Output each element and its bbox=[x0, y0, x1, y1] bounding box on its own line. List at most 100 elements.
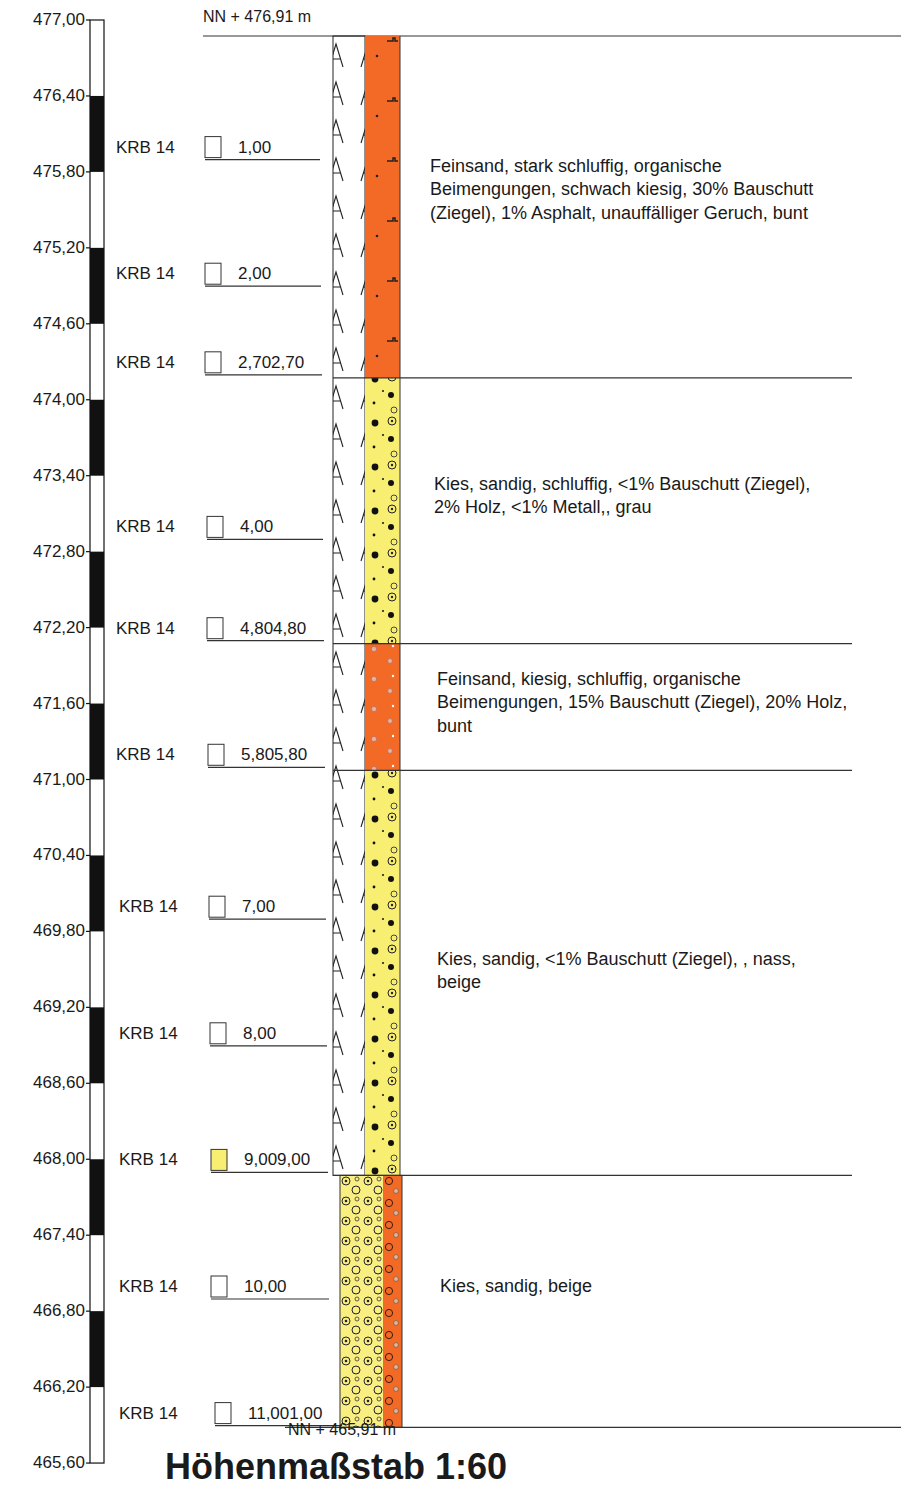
scale-tick bbox=[86, 931, 90, 932]
scale-tick bbox=[86, 95, 90, 96]
layer-description: Kies, sandig, schluffig, <1% Bauschutt (… bbox=[434, 473, 834, 520]
sample-depth: 11,001,00 bbox=[248, 1404, 322, 1424]
soil-layer bbox=[340, 1175, 383, 1427]
sample-id: KRB 14 bbox=[119, 1404, 178, 1424]
scale-segment bbox=[90, 855, 104, 931]
scale-value: 474,00 bbox=[33, 390, 85, 410]
scale-tick bbox=[86, 1462, 90, 1463]
sample-box bbox=[205, 352, 221, 373]
soil-layer bbox=[365, 36, 400, 378]
layer-description: Feinsand, stark schluffig, organische Be… bbox=[430, 155, 830, 225]
sample-depth: 7,00 bbox=[242, 897, 275, 917]
scale-value: 471,00 bbox=[33, 770, 85, 790]
fill-symbol-column bbox=[333, 36, 365, 1175]
column-outline bbox=[400, 36, 401, 1175]
scale-tick bbox=[86, 779, 90, 780]
scale-value: 469,80 bbox=[33, 921, 85, 941]
scale-tick bbox=[86, 19, 90, 20]
scale-caption: Höhenmaßstab 1:60 bbox=[165, 1447, 507, 1487]
scale-value: 468,00 bbox=[33, 1149, 85, 1169]
scale-value: 471,60 bbox=[33, 694, 85, 714]
scale-value: 476,40 bbox=[33, 86, 85, 106]
sample-line bbox=[208, 767, 325, 768]
soil-layer bbox=[365, 644, 400, 771]
sample-depth: 10,00 bbox=[244, 1277, 287, 1297]
scale-tick bbox=[86, 1159, 90, 1160]
height-scale bbox=[86, 20, 104, 1463]
scale-value: 475,80 bbox=[33, 162, 85, 182]
sample-id: KRB 14 bbox=[116, 264, 175, 284]
sample-depth: 2,00 bbox=[238, 264, 271, 284]
scale-tick bbox=[86, 1083, 90, 1084]
sample-id: KRB 14 bbox=[119, 1150, 178, 1170]
sample-line bbox=[205, 374, 322, 375]
scale-segment bbox=[90, 248, 104, 324]
soil-layer bbox=[365, 378, 400, 644]
sample-depth: 2,702,70 bbox=[238, 353, 304, 373]
sample-id: KRB 14 bbox=[116, 517, 175, 537]
sample-id: KRB 14 bbox=[116, 619, 175, 639]
sample-box bbox=[207, 516, 223, 537]
sample-depth: 5,805,80 bbox=[241, 745, 307, 765]
scale-value: 469,20 bbox=[33, 997, 85, 1017]
sample-box bbox=[211, 1276, 227, 1297]
sample-id: KRB 14 bbox=[116, 353, 175, 373]
scale-value: 477,00 bbox=[33, 10, 85, 30]
scale-tick bbox=[86, 551, 90, 552]
sample-depth: 4,00 bbox=[240, 517, 273, 537]
scale-value: 466,20 bbox=[33, 1377, 85, 1397]
sample-id: KRB 14 bbox=[119, 1277, 178, 1297]
sample-id: KRB 14 bbox=[119, 897, 178, 917]
layer-boundary bbox=[333, 643, 852, 644]
scale-segment bbox=[90, 1007, 104, 1083]
layer-description: Feinsand, kiesig, schluffig, organische … bbox=[437, 668, 857, 738]
sample-depth: 9,009,00 bbox=[244, 1150, 310, 1170]
sample-depth: 4,804,80 bbox=[240, 619, 306, 639]
scale-value: 473,40 bbox=[33, 466, 85, 486]
sample-line bbox=[211, 1172, 328, 1173]
scale-tick bbox=[86, 703, 90, 704]
sample-box bbox=[210, 1023, 226, 1044]
sample-line bbox=[207, 539, 323, 540]
scale-segment bbox=[90, 1311, 104, 1387]
sample-depth: 8,00 bbox=[243, 1024, 276, 1044]
layer-boundary bbox=[333, 1175, 852, 1176]
sample-id: KRB 14 bbox=[116, 138, 175, 158]
scale-value: 468,60 bbox=[33, 1073, 85, 1093]
sample-box bbox=[205, 263, 221, 284]
scale-bar bbox=[90, 20, 104, 1463]
sample-line bbox=[205, 159, 320, 160]
scale-value: 470,40 bbox=[33, 845, 85, 865]
scale-value: 465,60 bbox=[33, 1453, 85, 1473]
sample-box bbox=[205, 137, 221, 158]
layer-description: Kies, sandig, <1% Bauschutt (Ziegel), , … bbox=[437, 948, 837, 995]
scale-tick bbox=[86, 399, 90, 400]
soil-layer bbox=[383, 1175, 402, 1427]
borehole-column bbox=[203, 36, 901, 1427]
scale-value: 472,80 bbox=[33, 542, 85, 562]
soil-layer bbox=[365, 770, 400, 1175]
scale-tick bbox=[86, 855, 90, 856]
scale-tick bbox=[86, 1007, 90, 1008]
scale-value: 466,80 bbox=[33, 1301, 85, 1321]
sample-id: KRB 14 bbox=[119, 1024, 178, 1044]
sample-box bbox=[215, 1403, 231, 1424]
sample-line bbox=[210, 1045, 327, 1046]
scale-tick bbox=[86, 627, 90, 628]
layer-boundary bbox=[333, 377, 852, 378]
sample-line bbox=[205, 286, 321, 287]
scale-segment bbox=[90, 400, 104, 476]
column-outline bbox=[340, 1175, 402, 1427]
sample-depth: 1,00 bbox=[238, 138, 271, 158]
layer-description: Kies, sandig, beige bbox=[440, 1275, 640, 1298]
scale-segment bbox=[90, 704, 104, 780]
scale-segment bbox=[90, 552, 104, 628]
scale-tick bbox=[86, 247, 90, 248]
scale-tick bbox=[86, 323, 90, 324]
sample-line bbox=[207, 640, 324, 641]
scale-tick bbox=[86, 1235, 90, 1236]
scale-value: 475,20 bbox=[33, 238, 85, 258]
top-line bbox=[203, 35, 901, 36]
sample-line bbox=[211, 1298, 329, 1299]
scale-value: 474,60 bbox=[33, 314, 85, 334]
